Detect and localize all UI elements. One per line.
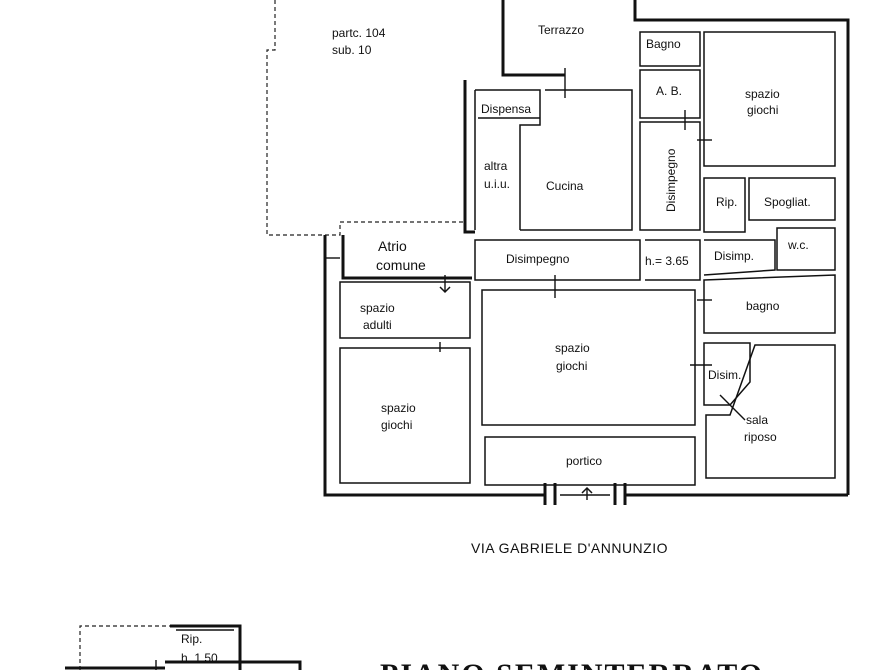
entrance-arrow-icon	[581, 486, 593, 500]
room-dispensa: Dispensa	[481, 102, 531, 116]
parcel-label-1: partc. 104	[332, 26, 386, 40]
basement-plan	[65, 624, 302, 670]
outer-walls	[323, 0, 850, 497]
door-markers	[325, 68, 746, 496]
parcel-label-2: sub. 10	[332, 43, 372, 57]
basement-rip: Rip.	[181, 632, 202, 646]
atrio-arrow-icon	[439, 275, 451, 294]
room-spogliat: Spogliat.	[764, 195, 811, 209]
room-terrazzo: Terrazzo	[538, 23, 584, 37]
room-rip: Rip.	[716, 195, 737, 209]
room-spazio-adulti-2: adulti	[363, 318, 392, 332]
room-atrio-2: comune	[376, 257, 426, 273]
room-spazio-giochi-w-1: spazio	[381, 401, 416, 415]
room-bagno-small: Bagno	[646, 37, 681, 51]
room-wc: w.c.	[787, 238, 809, 252]
room-disim: Disim.	[708, 368, 741, 382]
room-disimpegno-h: Disimpegno	[506, 252, 570, 266]
floor-title: PIANO SEMINTERRATO	[380, 658, 764, 670]
room-altra-uiu-2: u.i.u.	[484, 177, 510, 191]
room-altra-uiu-1: altra	[484, 159, 508, 173]
room-portico: portico	[566, 454, 602, 468]
room-spazio-giochi-c-1: spazio	[555, 341, 590, 355]
room-ab: A. B.	[656, 84, 682, 98]
room-cucina: Cucina	[546, 179, 584, 193]
room-spazio-giochi-w-2: giochi	[381, 418, 412, 432]
room-disimpegno-vertical: Disimpegno	[664, 148, 678, 212]
room-bagno: bagno	[746, 299, 780, 313]
room-spazio-giochi-c-2: giochi	[556, 359, 587, 373]
room-spazio-giochi-ne-1: spazio	[745, 87, 780, 101]
room-disimp: Disimp.	[714, 249, 754, 263]
room-sala-riposo-2: riposo	[744, 430, 777, 444]
room-sala-riposo-1: sala	[746, 413, 768, 427]
room-spazio-adulti-1: spazio	[360, 301, 395, 315]
interior-walls	[339, 31, 836, 505]
parcel-outline	[266, 0, 466, 236]
street-label: VIA GABRIELE D'ANNUNZIO	[471, 540, 668, 556]
basement-height: h. 1.50	[181, 651, 218, 665]
room-atrio-1: Atrio	[378, 238, 407, 254]
room-spazio-giochi-ne-2: giochi	[747, 103, 778, 117]
room-height: h.= 3.65	[645, 254, 689, 268]
